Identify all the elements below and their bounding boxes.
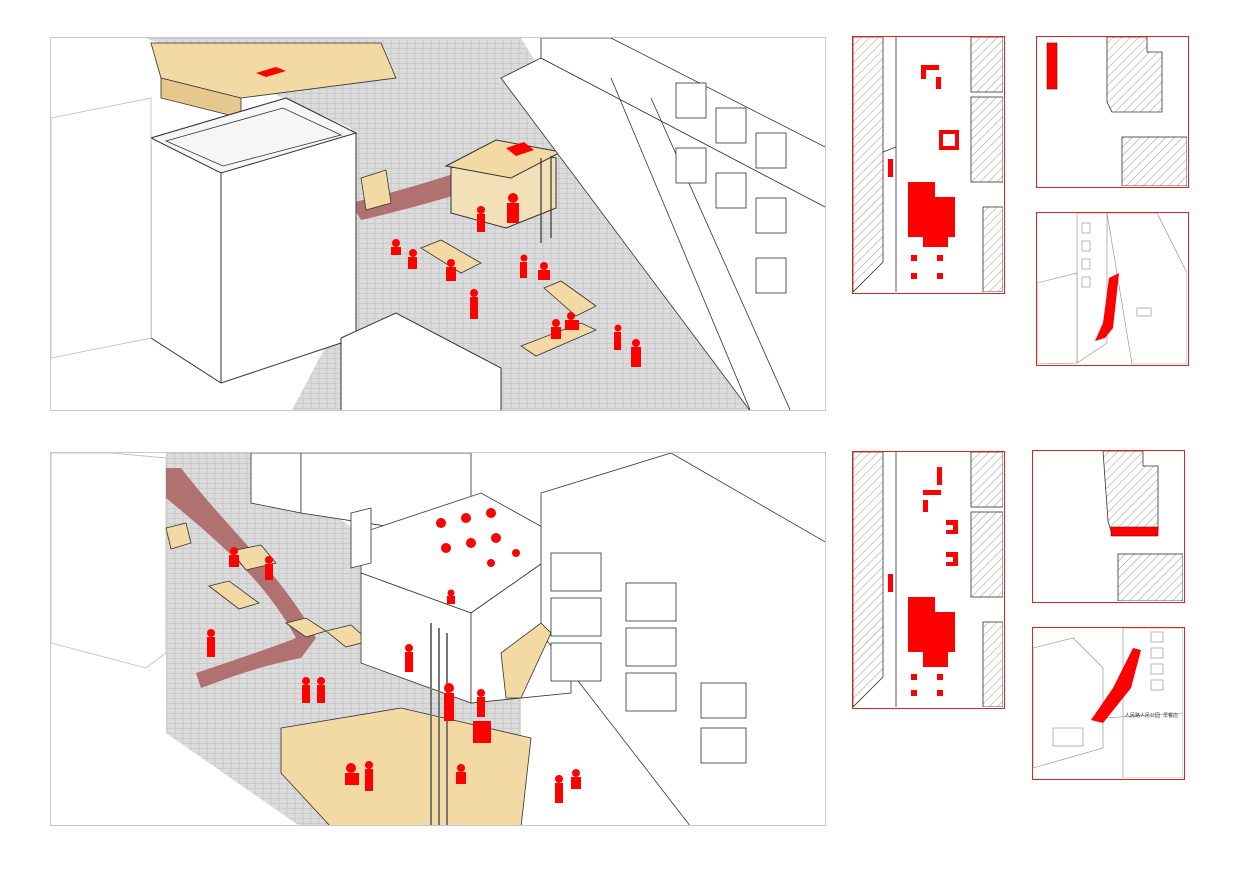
hatched-building <box>1121 136 1187 186</box>
axonometric-drawing-top <box>51 38 825 410</box>
hatched-building <box>982 621 1003 707</box>
hatched-building <box>982 206 1003 292</box>
hatched-building <box>853 452 884 707</box>
red-path <box>351 168 481 220</box>
hatched-building <box>1106 37 1163 113</box>
people-silhouettes <box>207 508 581 803</box>
facade-intervention-mark <box>1110 526 1159 537</box>
site-plan-with-kiosk <box>852 36 1005 294</box>
building-facade-detail-plan <box>1036 36 1189 188</box>
shop-sign-left: 人民路人民公园 <box>1125 712 1160 719</box>
terraced-housing <box>500 38 825 410</box>
hatched-building <box>1102 451 1159 532</box>
slab-housing <box>250 453 825 825</box>
facade-intervention-mark <box>1046 42 1058 90</box>
ramp-axonometric-thumbnail: 人民路人民公园 早餐店 <box>1032 627 1185 780</box>
low-building <box>340 312 502 410</box>
wood-benches <box>165 522 532 825</box>
red-ramp <box>1091 648 1141 723</box>
hatched-building <box>970 37 1003 93</box>
wood-bench <box>360 169 392 211</box>
plan-intervention-marks <box>888 467 958 696</box>
wood-bench <box>543 280 597 317</box>
red-path <box>166 468 316 688</box>
paved-street <box>146 38 750 410</box>
axonometric-drawing-bottom <box>51 453 825 825</box>
axonometric-view-bottom <box>50 452 826 826</box>
hatched-building <box>970 452 1003 508</box>
exterior-staircase <box>500 622 552 699</box>
red-ramp <box>1095 273 1119 341</box>
hatched-building <box>970 96 1003 183</box>
people-silhouettes <box>391 193 641 367</box>
site-plan-with-rooftop <box>852 451 1005 709</box>
shop-sign-right: 早餐店 <box>1163 712 1178 719</box>
axonometric-view-top <box>50 37 826 411</box>
facade-detail-plan <box>1032 450 1185 603</box>
hatched-building <box>853 37 884 292</box>
plan-intervention-marks <box>888 65 959 279</box>
hatched-building <box>1117 553 1183 601</box>
hatched-building <box>970 511 1003 598</box>
ramp-axonometric-thumbnail <box>1036 212 1189 366</box>
